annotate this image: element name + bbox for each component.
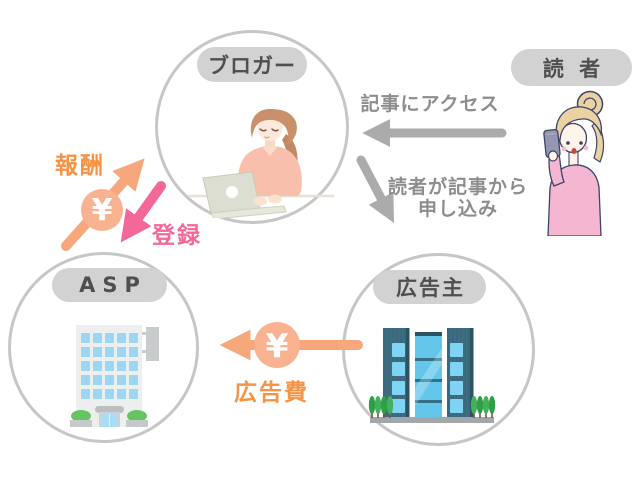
yen-icon: ¥ [254,322,300,368]
reward-flow-label: 報酬 [55,153,105,179]
apply-flow-label: 読者が記事から 申し込み [378,176,538,220]
asp-building-icon [70,325,159,427]
register-arrow [120,181,166,243]
reader-label: 読 者 [511,49,632,86]
reader-illustration [543,90,605,236]
yen-symbol: ¥ [91,192,113,228]
apply-flow-label-line1: 読者が記事から [387,176,528,198]
apply-arrow [356,155,395,224]
access-flow-label: 記事にアクセス [360,93,500,115]
tree-icons [368,396,496,418]
register-flow-label: 登録 [152,223,202,249]
apply-flow-label-line2: 申し込み [417,198,498,220]
advertiser-label: 広告主 [373,270,486,304]
advertiser-building-icon [368,328,496,423]
yen-icon: ¥ [81,189,123,231]
ad-fee-flow-label: 広告費 [234,380,309,406]
blogger-illustration [188,109,334,218]
asp-label: ASP [52,268,167,302]
blogger-label: ブロガー [197,47,307,82]
yen-symbol: ¥ [265,325,289,365]
